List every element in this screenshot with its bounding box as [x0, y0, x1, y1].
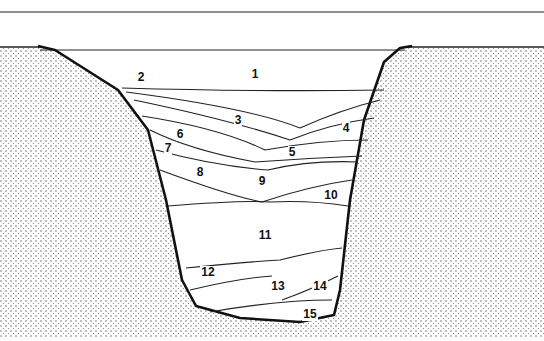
callout-number: 1	[251, 68, 260, 81]
callout-number: 5	[288, 146, 297, 159]
callout-number: 6	[176, 128, 185, 141]
callout-number: 12	[200, 266, 215, 279]
callout-number: 3	[234, 114, 243, 127]
callout-number: 7	[164, 142, 173, 155]
callout-number: 4	[342, 122, 351, 135]
callout-number: 13	[270, 280, 285, 293]
channel-outline	[38, 46, 412, 322]
callout-number: 2	[137, 71, 146, 84]
ground-surface	[405, 46, 544, 48]
callout-number: 14	[312, 280, 327, 293]
layer-boundaries	[122, 88, 384, 312]
ground-surface	[0, 46, 42, 48]
callout-number: 8	[196, 166, 205, 179]
fill-surface	[40, 50, 405, 51]
ground-stipple	[0, 47, 544, 337]
channel-fill	[38, 46, 412, 322]
callout-number: 9	[258, 175, 267, 188]
callout-number: 11	[258, 229, 273, 242]
callout-number: 10	[323, 189, 338, 202]
frame-line	[0, 11, 544, 12]
callout-number: 15	[302, 308, 317, 321]
